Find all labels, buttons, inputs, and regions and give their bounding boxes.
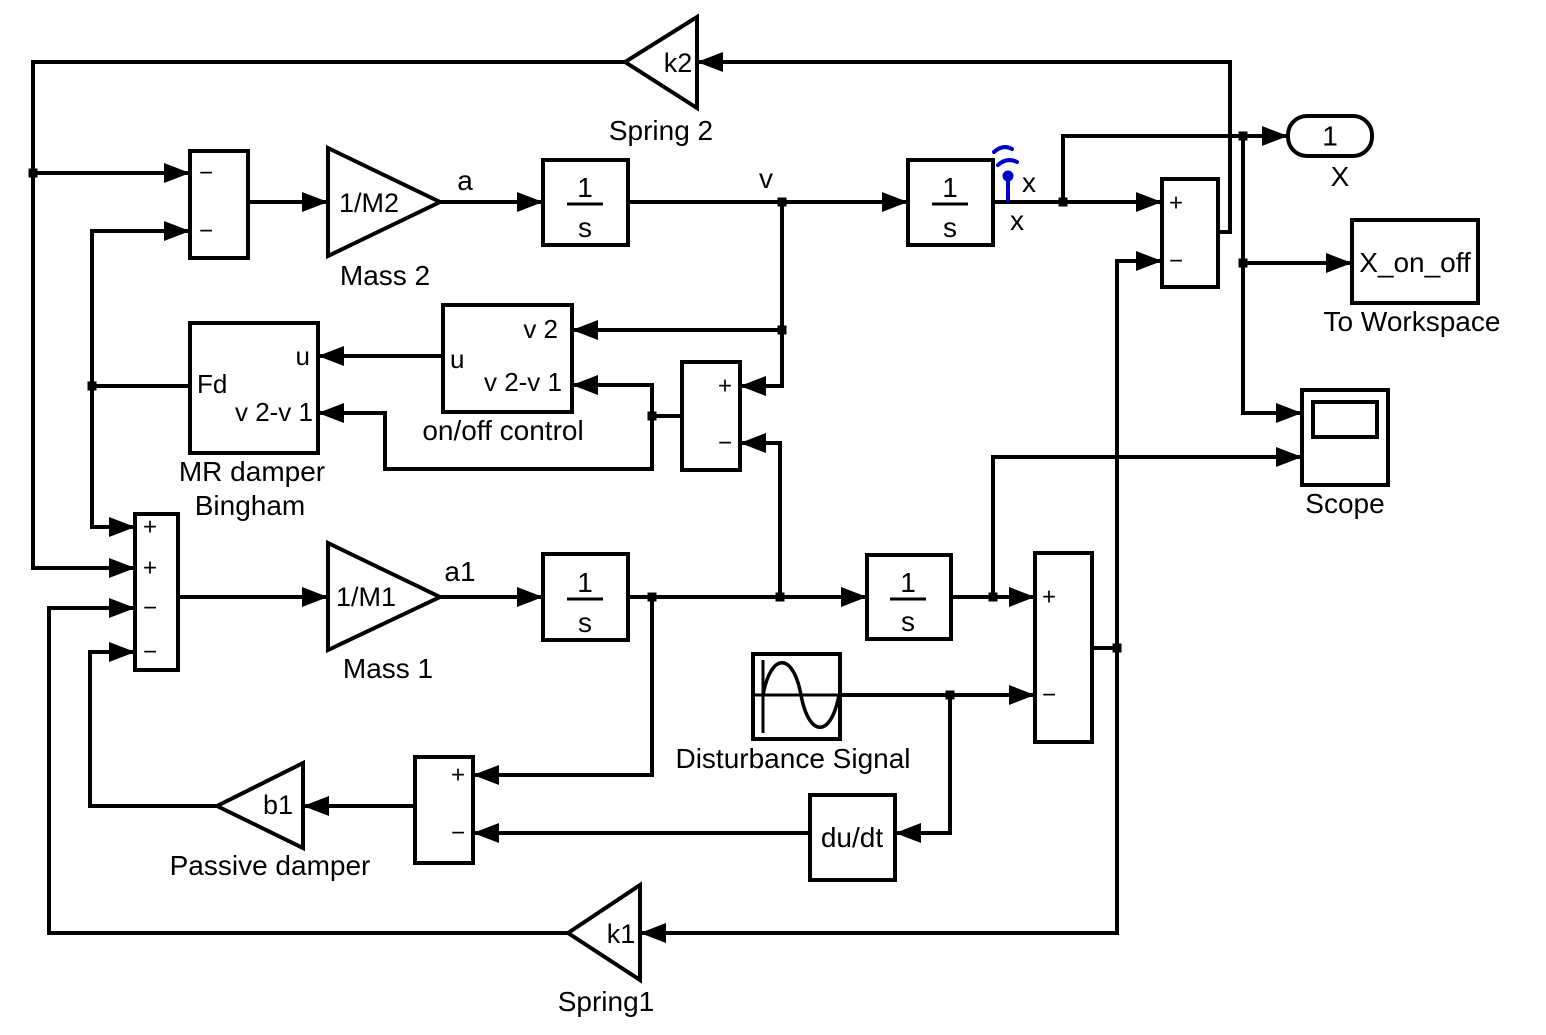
block-label-spring1: Spring1 <box>558 986 655 1017</box>
sum-block-mass1[interactable]: + + − − <box>133 512 180 672</box>
wire-feedback-down-to-spring1[interactable] <box>640 648 1119 943</box>
integrator-denominator: s <box>901 606 915 637</box>
integrator-denominator: s <box>943 212 957 243</box>
disturbance-signal-block[interactable] <box>751 652 842 741</box>
derivative-text: du/dt <box>821 822 883 853</box>
wire-x-to-scope1[interactable] <box>1241 136 1302 423</box>
sum-sign: − <box>1169 248 1183 275</box>
gain-value: k2 <box>664 48 693 78</box>
integrator-numerator: 1 <box>942 172 958 203</box>
integrator-denominator: s <box>578 607 592 638</box>
sum-block-v2-minus-v1[interactable]: + − <box>680 360 742 472</box>
junction-dots <box>28 131 1248 700</box>
sum-sign: + <box>451 762 465 789</box>
outport-x[interactable]: 1 <box>1286 114 1374 158</box>
onoff-control-block[interactable]: v 2 u v 2-v 1 <box>441 303 574 414</box>
gain-value: 1/M2 <box>339 188 399 218</box>
gain-block-spring1[interactable]: k1 <box>564 881 642 984</box>
signal-label-v: v <box>759 163 773 194</box>
gain-value: k1 <box>607 919 636 949</box>
sum-sign: − <box>143 595 157 622</box>
wire-v1-down-to-sumpd[interactable] <box>473 597 654 785</box>
block-label-disturbance: Disturbance Signal <box>675 743 910 774</box>
port-label-fd: Fd <box>197 369 227 399</box>
sum-sign: − <box>1042 682 1056 709</box>
scope-screen-icon <box>1311 400 1379 439</box>
derivative-block[interactable]: du/dt <box>808 793 897 882</box>
sum-sign: − <box>199 160 213 187</box>
sum-sign: + <box>143 555 157 582</box>
block-label-mr-damper-1: MR damper <box>179 456 325 487</box>
gain-block-mass1[interactable]: 1/M1 <box>326 539 445 654</box>
wire-sumtr-to-spring2[interactable] <box>697 52 1232 234</box>
sum-sign: + <box>1169 190 1183 217</box>
gain-block-passive-damper[interactable]: b1 <box>212 759 305 852</box>
port-label-u: u <box>450 344 464 374</box>
block-label-mass2: Mass 2 <box>340 260 430 291</box>
sum-block-x-minus-x1[interactable]: + − <box>1160 177 1220 289</box>
wire-x1-to-scope2[interactable] <box>991 447 1302 597</box>
sum-sign: − <box>451 820 465 847</box>
mr-damper-block[interactable]: u Fd v 2-v 1 <box>188 321 320 455</box>
gain-block-spring2[interactable]: k2 <box>621 13 699 112</box>
gain-block-mass2[interactable]: 1/M2 <box>326 144 445 260</box>
wire-feedback-up-to-sumtr[interactable] <box>1115 251 1162 648</box>
signal-label-x-marker: x <box>1022 167 1036 198</box>
integrator-block-4[interactable]: 1 s <box>865 553 953 641</box>
signal-label-a: a <box>457 165 473 196</box>
signal-label-a1: a1 <box>444 556 475 587</box>
sum-block-mass2[interactable]: − − <box>188 149 250 260</box>
sum-sign: + <box>718 373 732 400</box>
workspace-variable: X_on_off <box>1359 247 1471 278</box>
block-label-onoff-control: on/off control <box>422 415 583 446</box>
block-label-spring2: Spring 2 <box>609 115 713 146</box>
block-label-mass1: Mass 1 <box>343 653 433 684</box>
outport-number: 1 <box>1322 121 1338 152</box>
scope-block[interactable] <box>1300 388 1390 487</box>
sum-sign: + <box>143 514 157 541</box>
integrator-block-3[interactable]: 1 s <box>541 552 630 642</box>
block-label-outport-x: X <box>1331 161 1350 192</box>
port-label-u: u <box>296 341 310 371</box>
integrator-denominator: s <box>578 212 592 243</box>
sine-wave-icon <box>755 660 841 733</box>
wire-v2v1-to-mrdamper[interactable] <box>318 403 654 471</box>
wire-x-to-outport[interactable] <box>1061 126 1288 202</box>
block-label-scope: Scope <box>1305 488 1384 519</box>
wire-v-branch-to-sum-plus[interactable] <box>740 202 784 396</box>
gain-value: 1/M1 <box>336 582 396 612</box>
sum-block-passive-damper[interactable]: + − <box>413 755 475 865</box>
sum-sign: + <box>1042 584 1056 611</box>
wire-b1-to-sumbl[interactable] <box>88 642 217 808</box>
sum-block-x1-minus-w[interactable]: + − <box>1033 551 1094 744</box>
block-label-mr-damper-2: Bingham <box>195 490 306 521</box>
integrator-numerator: 1 <box>577 567 593 598</box>
integrator-block-2[interactable]: 1 s <box>906 158 995 247</box>
integrator-numerator: 1 <box>577 172 593 203</box>
signal-label-x: x <box>1010 205 1024 236</box>
block-label-passive-damper: Passive damper <box>170 850 371 881</box>
port-label-v2: v 2 <box>523 314 558 344</box>
integrator-block-1[interactable]: 1 s <box>541 158 630 247</box>
wire-v1-up-to-sum-minus[interactable] <box>740 433 782 597</box>
port-label-v2v1: v 2-v 1 <box>484 367 562 397</box>
wire-spring2-feedback[interactable] <box>31 60 625 578</box>
wire-disturbance-to-dudt[interactable] <box>895 695 952 843</box>
test-point-icon <box>992 145 1019 203</box>
sum-sign: − <box>143 639 157 666</box>
wire-spring1-to-sumbl[interactable] <box>47 598 568 935</box>
port-label-v2v1: v 2-v 1 <box>235 397 313 427</box>
gain-value: b1 <box>263 790 293 820</box>
block-label-to-workspace: To Workspace <box>1324 306 1501 337</box>
wire-fd-down-to-sumbl[interactable] <box>90 386 135 537</box>
wire-v2v1-to-onoff[interactable] <box>572 375 654 416</box>
to-workspace-block[interactable]: X_on_off <box>1350 218 1480 305</box>
sum-sign: − <box>718 430 732 457</box>
sum-sign: − <box>199 218 213 245</box>
wire-fd-up-to-sum2[interactable] <box>90 221 190 386</box>
integrator-numerator: 1 <box>900 567 916 598</box>
